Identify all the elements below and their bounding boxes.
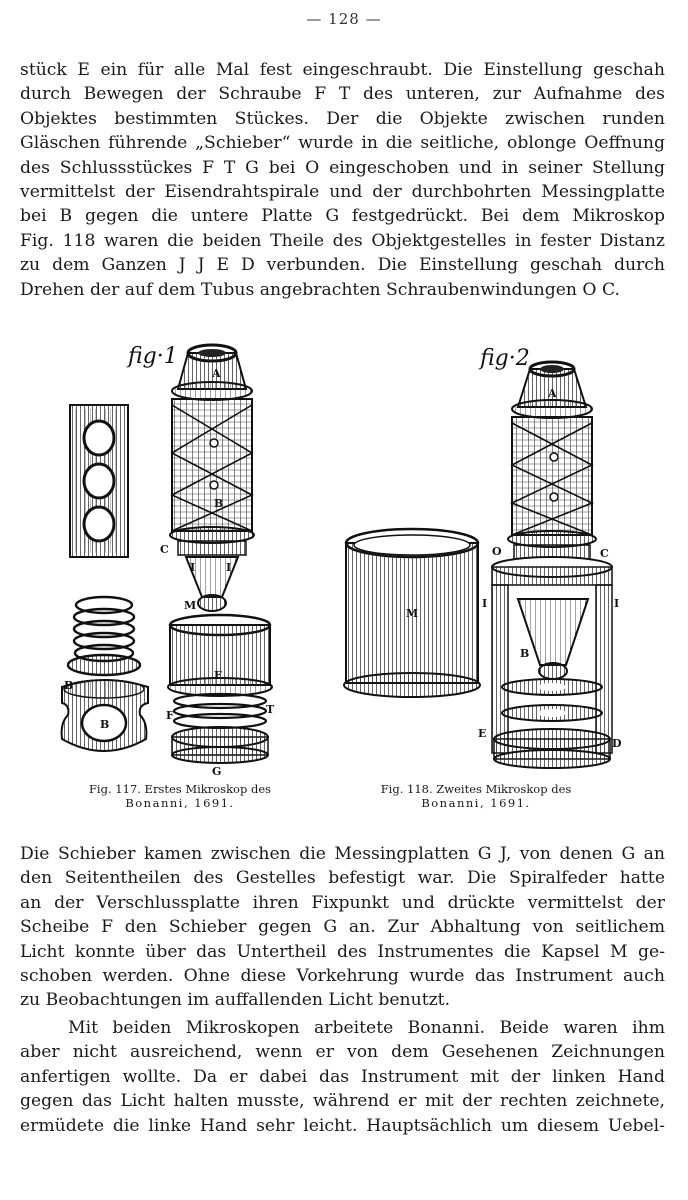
letter-label: C [160,543,169,556]
page-number: — 128 — [306,10,382,28]
figure-1-script-label: fig·1 [126,344,178,369]
text-line: stück E ein für alle Mal fest eingeschra… [20,60,665,80]
paragraph-3: Mit beiden Mikroskopen arbeitete Bonanni… [20,1016,665,1138]
figure-2-caption: Fig. 118. Zweites Mikroskop des Bonanni,… [356,782,596,810]
text-line: Die Schieber kamen zwischen die Messingp… [20,844,665,864]
paragraph-2: Die Schieber kamen zwischen die Messingp… [20,842,665,1013]
figure-1-drawing: fig·1 [60,343,275,778]
letter-label: B [214,497,223,510]
letter-label: B [64,679,73,692]
figure-1-caption: Fig. 117. Erstes Mikroskop des Bonanni, … [60,782,300,810]
letter-label: A [211,367,221,380]
text-line: durch Bewegen der Schraube F T des unter… [20,84,665,105]
text-line: an der Verschlussplatte ihren Fixpunkt u… [20,892,665,913]
text-line: ermüdete die linke Hand sehr leicht. Hau… [20,1115,665,1136]
text-line: Scheibe F den Schieber gegen G an. Zur A… [20,917,665,938]
caption-title: Fig. 118. Zweites Mikroskop des [380,782,572,796]
letter-label: F [166,709,174,722]
text-line: zu Beobachtungen im auffallenden Licht b… [20,990,451,1011]
microscope-illustrations: fig·1 [60,343,622,778]
text-line: den Seitentheilen des Gestelles befestig… [20,868,665,889]
caption-author: Bonanni, 1691. [125,796,235,810]
text-line: Licht konnte über das Untertheil des Ins… [20,941,665,962]
letter-label: A [547,387,557,400]
paragraph-1: stück E ein für alle Mal fest eingeschra… [20,58,665,302]
letter-label: B [100,718,109,731]
text-line: anfertigen wollte. Da er dabei das Instr… [20,1066,665,1087]
text-line: des Schlussstückes F T G bei O eingescho… [20,157,665,178]
text-line: Objektes bestimmten Stückes. Der die Obj… [20,108,665,129]
microscope-2-drawing [491,360,613,769]
figure-2-letters: A M O C I I B E D [406,387,622,750]
text-line: Mit beiden Mikroskopen arbeitete Bonanni… [68,1018,665,1038]
letter-label: O [492,545,502,558]
letter-label: B [520,647,529,660]
slider-drawing [69,404,129,558]
letter-label: E [214,669,222,682]
text-line: schoben werden. Ohne diese Vorkehrung wu… [20,966,665,987]
letter-label: I [482,597,487,610]
text-line: Fig. 118 waren die beiden Theile des Obj… [20,230,665,251]
text-line: vermittelst der Eisendrahtspirale und de… [20,182,665,203]
text-line: aber nicht ausreichend, wenn er von dem … [20,1042,665,1063]
caption-title: Fig. 117. Erstes Mikroskop des [88,782,272,796]
letter-label: E [478,727,486,740]
letter-label: I [614,597,619,610]
microscope-1-drawing [167,343,273,764]
letter-label: M [184,599,196,612]
text-line: Drehen der auf dem Tubus angebrachten Sc… [20,279,620,300]
text-line: bei B gegen die untere Platte G festgedr… [20,206,665,227]
figure-1-letters: A B C I I M E F T G B B [64,367,275,778]
figure-area: fig·1 [0,335,688,835]
spring-drawing [66,595,142,677]
letter-label: I [226,561,231,574]
letter-label: G [212,765,221,778]
letter-label: C [600,547,609,560]
capsule-drawing [343,527,481,698]
plate-drawing [60,679,149,752]
figure-2-script-label: fig·2 [478,346,530,371]
letter-label: D [612,737,622,750]
figure-2-drawing: fig·2 [343,346,622,769]
letter-label: M [406,607,418,620]
letter-label: T [266,703,275,716]
caption-author: Bonanni, 1691. [421,796,531,810]
text-line: Gläschen führende „Schieber“ wurde in di… [20,133,665,154]
text-line: gegen das Licht halten musste, während e… [20,1091,665,1112]
letter-label: I [190,561,195,574]
text-line: zu dem Ganzen J J E D verbunden. Die Ein… [20,255,665,276]
